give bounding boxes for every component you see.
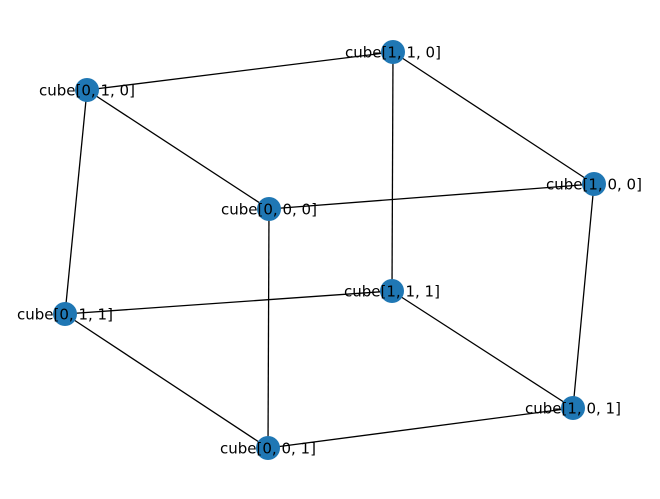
edge-cube-1-0-0--cube-1-0-1 [572,183,595,409]
node-label-cube-1-0-0: cube[1, 0, 0] [546,176,642,194]
edge-cube-0-0-0--cube-1-0-0 [268,183,595,210]
node-label-cube-1-0-1: cube[1, 0, 1] [525,400,621,418]
edge-cube-0-1-0--cube-1-1-0 [86,51,394,91]
labels-layer: cube[1, 1, 0] cube[0, 1, 0] cube[1, 0, 0] c… [17,44,642,458]
edge-cube-0-1-1--cube-1-1-1 [64,290,393,315]
edge-cube-0-1-0--cube-0-1-1 [64,89,88,315]
edge-cube-1-1-1--cube-1-0-1 [391,290,574,409]
node-cube-1-0-1 [561,396,585,420]
node-label-cube-0-1-0: cube[0, 1, 0] [39,82,135,100]
node-cube-0-0-0 [257,197,281,221]
edges-layer [64,51,595,449]
node-cube-1-1-1 [380,279,404,303]
edge-cube-1-1-0--cube-1-0-0 [392,51,595,185]
node-label-cube-1-1-0: cube[1, 1, 0] [345,44,441,62]
node-label-cube-0-0-0: cube[0, 0, 0] [221,201,317,219]
node-cube-1-1-0 [381,40,405,64]
edge-cube-0-0-1--cube-1-0-1 [267,407,574,449]
node-cube-0-1-1 [53,302,77,326]
node-cube-0-1-0 [75,78,99,102]
nodes-layer [53,40,606,460]
edge-cube-0-1-1--cube-0-0-1 [64,313,269,449]
node-label-cube-1-1-1: cube[1, 1, 1] [344,283,440,301]
edge-cube-0-1-0--cube-0-0-0 [86,89,270,210]
edge-cube-0-0-0--cube-0-0-1 [267,208,270,449]
node-cube-0-0-1 [256,436,280,460]
edge-cube-1-1-0--cube-1-1-1 [391,51,394,292]
node-label-cube-0-0-1: cube[0, 0, 1] [220,440,316,458]
node-label-cube-0-1-1: cube[0, 1, 1] [17,306,113,324]
node-cube-1-0-0 [582,172,606,196]
